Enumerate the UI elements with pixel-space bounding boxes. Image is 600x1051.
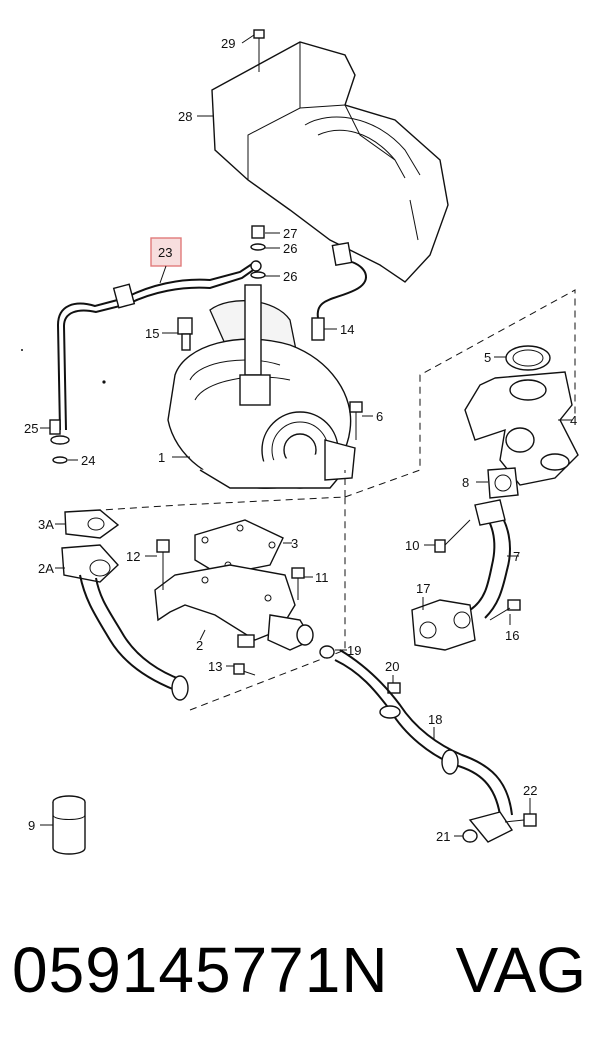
callout-13: 13 xyxy=(208,659,222,674)
callout-8: 8 xyxy=(462,475,469,490)
bolt-part xyxy=(434,519,471,553)
gasket-part xyxy=(505,345,551,371)
callout-26-bottom: 26 xyxy=(283,269,297,284)
oil-return-line-part xyxy=(79,574,189,701)
callout-21: 21 xyxy=(436,829,450,844)
callout-15: 15 xyxy=(145,326,159,341)
sensor-part xyxy=(311,241,367,341)
callout-27: 27 xyxy=(283,226,297,241)
callout-16: 16 xyxy=(505,628,519,643)
bolt-part xyxy=(387,682,401,694)
callout-22: 22 xyxy=(523,783,537,798)
callout-3: 3 xyxy=(291,536,298,551)
callout-12: 12 xyxy=(126,549,140,564)
callout-25: 25 xyxy=(24,421,38,436)
gasket-part xyxy=(194,519,284,576)
banjo-bolt-part xyxy=(250,225,266,279)
bolt-part xyxy=(489,599,521,621)
bracket-part xyxy=(154,564,314,651)
part-number: 059145771N xyxy=(12,934,389,1006)
turbocharger-part xyxy=(167,284,356,489)
connector-part xyxy=(49,419,70,464)
oil-supply-line-part xyxy=(56,260,262,431)
callout-3a: 3A xyxy=(38,517,54,532)
gasket-part xyxy=(411,599,476,651)
seal-ring-part xyxy=(319,645,335,659)
callout-11: 11 xyxy=(315,570,329,585)
callout-2a: 2A xyxy=(38,561,54,576)
callout-9: 9 xyxy=(28,818,35,833)
bolt-part xyxy=(253,29,265,72)
callout-24: 24 xyxy=(81,453,95,468)
brand-label: VAG xyxy=(455,934,586,1006)
exhaust-flange-part xyxy=(464,371,579,486)
gasket-part xyxy=(61,544,119,583)
callout-10: 10 xyxy=(405,538,419,553)
bolt-part xyxy=(349,401,363,440)
callout-23: 23 xyxy=(158,245,172,260)
callout-26-top: 26 xyxy=(283,241,297,256)
turbocharger-exploded-diagram: 29 28 23 27 26 26 25 24 14 xyxy=(21,29,579,855)
callout-1: 1 xyxy=(158,450,165,465)
bolt-part xyxy=(504,813,537,827)
sleeve-part xyxy=(52,795,86,855)
callout-4: 4 xyxy=(570,413,577,428)
gasket-part xyxy=(64,509,120,539)
callout-6: 6 xyxy=(376,409,383,424)
bolt-part xyxy=(233,634,256,676)
callout-20: 20 xyxy=(385,659,399,674)
callout-18: 18 xyxy=(428,712,442,727)
footer: 059145771N VAG xyxy=(0,925,600,1015)
highlight-box xyxy=(150,237,182,267)
callout-19: 19 xyxy=(347,643,361,658)
heat-shield-part xyxy=(211,41,449,283)
pipe-part xyxy=(469,499,511,619)
bolt-part xyxy=(156,539,170,590)
callout-5: 5 xyxy=(484,350,491,365)
coolant-pipe-part xyxy=(334,649,514,843)
callout-17: 17 xyxy=(416,581,430,596)
callout-2: 2 xyxy=(196,638,203,653)
callout-28: 28 xyxy=(178,109,192,124)
bolt-part xyxy=(291,567,305,600)
callout-29: 29 xyxy=(221,36,235,51)
gasket-part xyxy=(487,467,519,499)
callout-14: 14 xyxy=(340,322,354,337)
callout-7: 7 xyxy=(513,549,520,564)
seal-ring-part xyxy=(462,829,478,843)
valve-part xyxy=(177,317,193,351)
